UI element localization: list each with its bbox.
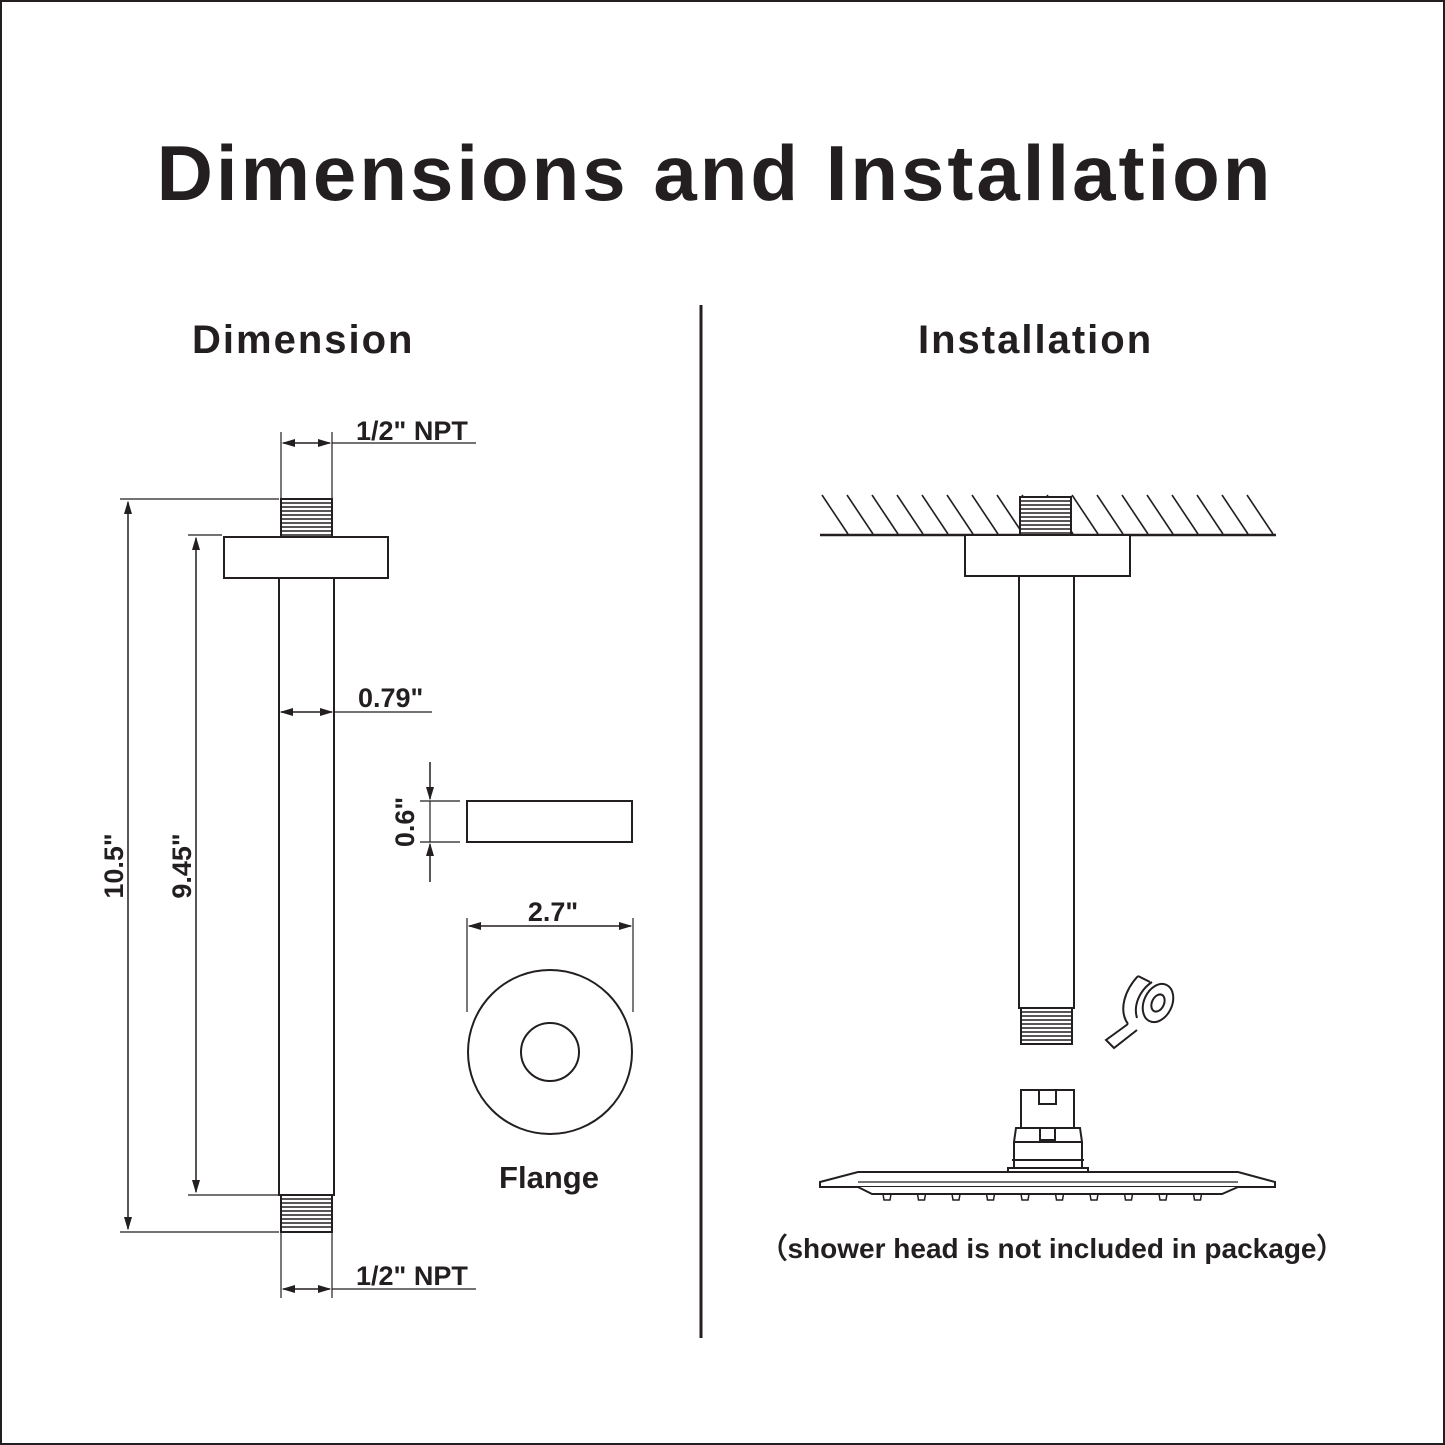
installation-note: （shower head is not included in package） [759, 1232, 1344, 1264]
installation-heading: Installation [918, 318, 1154, 362]
flange-top-view [467, 969, 633, 1135]
label-flange-thickness: 0.6" [390, 797, 420, 847]
label-flange-caption: Flange [499, 1160, 599, 1195]
label-npt-top: 1/2" NPT [356, 416, 468, 446]
installation-drawing [819, 494, 1276, 1201]
flange-center-hole [520, 1022, 580, 1082]
flange-thickness-view [466, 800, 633, 843]
dimension-heading: Dimension [192, 318, 415, 362]
flange-side-view [223, 536, 389, 579]
label-npt-bottom: 1/2" NPT [356, 1261, 468, 1291]
teflon-tape-icon [1104, 975, 1175, 1050]
installed-top-thread [1019, 496, 1072, 536]
pipe-body [278, 577, 335, 1196]
label-pipe-length: 9.45" [167, 833, 197, 898]
installed-bottom-thread [1020, 1007, 1073, 1045]
shower-head-icon [819, 1089, 1276, 1201]
page-title: Dimensions and Installation [156, 129, 1274, 217]
ceiling-hatch [821, 494, 1274, 535]
shower-arm-dimension-drawing [120, 432, 634, 1298]
installed-flange [964, 534, 1131, 577]
label-flange-diameter: 2.7" [528, 897, 578, 927]
label-total-length: 10.5" [99, 833, 129, 898]
top-thread [280, 498, 333, 538]
label-pipe-diameter: 0.79" [358, 683, 423, 713]
bottom-thread [280, 1194, 333, 1233]
installed-pipe [1018, 575, 1075, 1009]
